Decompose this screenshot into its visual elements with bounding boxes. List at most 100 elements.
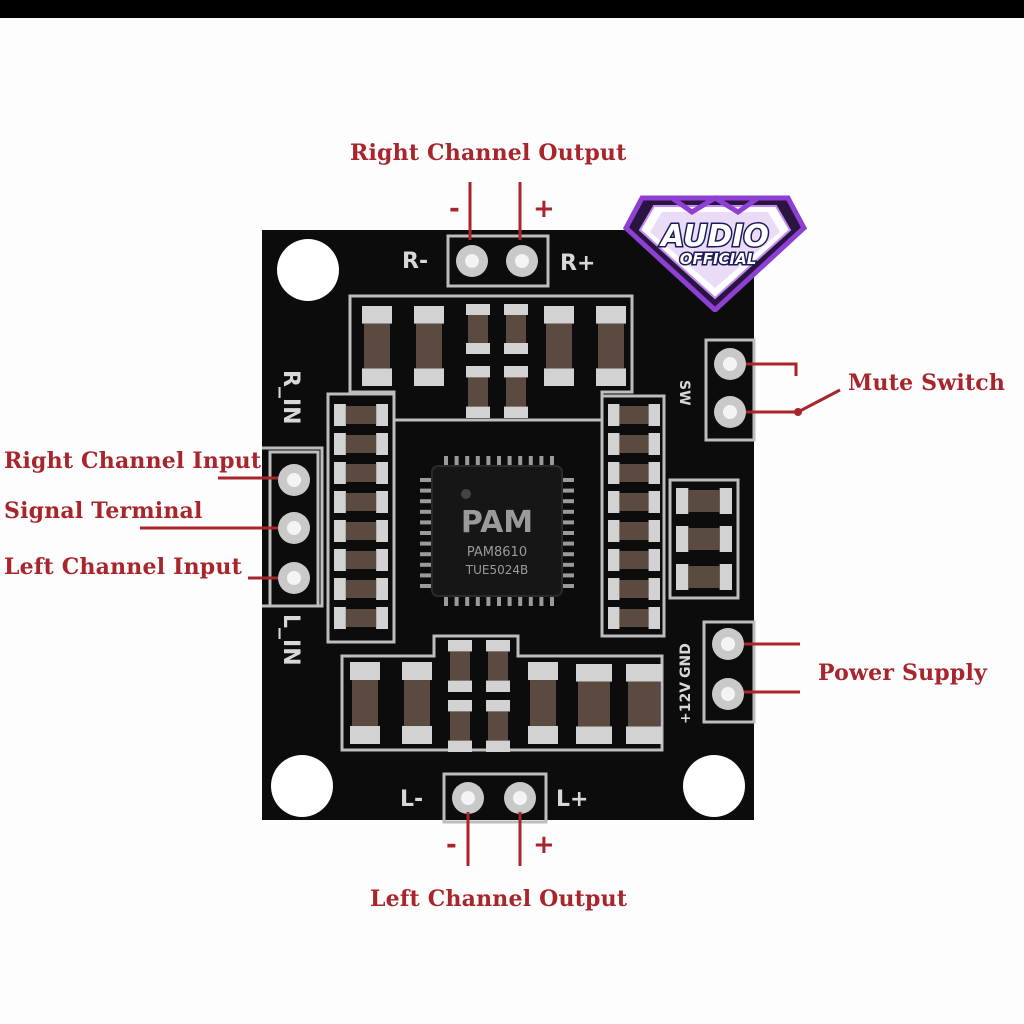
chip-pin (518, 456, 523, 468)
silk-l-minus: L- (400, 787, 423, 812)
smd-part (576, 664, 612, 744)
audio-official-logo: AUDIO OFFICIAL (622, 194, 808, 312)
input-terminals (268, 450, 320, 608)
smd-part (504, 366, 528, 418)
silk-r-minus: R- (402, 249, 428, 274)
chip-pin (420, 584, 434, 588)
smd-part (334, 462, 388, 484)
smd-part (608, 404, 660, 426)
chip-pin (454, 594, 459, 606)
smd-part (334, 520, 388, 542)
mounting-hole (271, 755, 333, 817)
chip-pin (444, 456, 448, 468)
chip-pin (420, 509, 434, 514)
amplifier-chip: PAM PAM8610 TUE5024B (420, 456, 574, 606)
smd-part (608, 578, 660, 600)
chip-pin (550, 456, 554, 468)
smd-part (544, 306, 574, 386)
chip-pin (420, 573, 434, 578)
chip-pin (454, 456, 459, 468)
right-output-terminals (446, 234, 550, 288)
chip-pin (507, 594, 512, 606)
chip-pin (560, 573, 574, 578)
smd-part (608, 520, 660, 542)
smd-components (334, 304, 732, 752)
chip-pin (497, 456, 501, 468)
chip-pin (528, 456, 533, 468)
silk-l-plus: L+ (556, 787, 588, 812)
chip-pin (528, 594, 533, 606)
smd-part (350, 662, 380, 744)
chip-pin (550, 594, 554, 606)
mounting-hole (683, 755, 745, 817)
chip-pin (420, 541, 434, 546)
chip-pin (560, 552, 574, 557)
sign-right-minus: - (449, 194, 460, 224)
label-right-channel-output: Right Channel Output (350, 140, 627, 166)
silk-r-plus: R+ (560, 251, 595, 276)
silk-r-in: R_IN (278, 370, 303, 425)
chip-pin (475, 594, 480, 606)
chip-pin (420, 552, 434, 557)
logo-text-official: OFFICIAL (680, 250, 757, 268)
smd-part (486, 640, 510, 692)
smd-part (402, 662, 432, 744)
smd-part (334, 607, 388, 629)
chip-pin (420, 562, 434, 567)
smd-part (414, 306, 444, 386)
smd-part (362, 306, 392, 386)
silk-l-in: L_IN (278, 614, 303, 666)
smd-part (486, 700, 510, 752)
chip-pin (420, 520, 434, 525)
smd-part (466, 366, 490, 418)
sign-left-minus: - (446, 830, 457, 860)
chip-pin (486, 594, 491, 606)
smd-part (608, 491, 660, 513)
smd-part (528, 662, 558, 744)
silk-sw: SW (676, 380, 692, 406)
silk-12v: +12V (678, 682, 694, 724)
label-power-supply: Power Supply (818, 660, 988, 686)
smd-part (608, 433, 660, 455)
label-right-channel-input: Right Channel Input (4, 448, 262, 474)
chip-pin (444, 594, 448, 606)
leader-dot (794, 408, 802, 416)
label-mute-switch: Mute Switch (848, 370, 1006, 396)
sign-right-plus: + (533, 194, 555, 224)
chip-part-number: PAM8610 (467, 545, 527, 560)
smd-part (676, 526, 732, 552)
chip-pin (486, 456, 491, 468)
chip-pin (475, 456, 480, 468)
chip-pin (420, 499, 434, 504)
smd-part (676, 564, 732, 590)
chip-pin (465, 594, 470, 606)
chip-pin (560, 584, 574, 588)
chip-pin (539, 594, 544, 606)
smd-part (448, 700, 472, 752)
logo-text-audio: AUDIO (659, 219, 769, 254)
chip-pin (560, 478, 574, 482)
smd-part (334, 549, 388, 571)
smd-part (466, 304, 490, 354)
smd-part (448, 640, 472, 692)
smd-part (676, 488, 732, 514)
smd-part (334, 404, 388, 426)
label-left-channel-output: Left Channel Output (370, 886, 628, 912)
silk-gnd: GND (678, 643, 694, 678)
logo-shield-icon: AUDIO OFFICIAL (622, 195, 808, 312)
chip-pin (560, 488, 574, 493)
chip-pin (560, 499, 574, 504)
sign-left-plus: + (533, 830, 555, 860)
chip-pin (560, 520, 574, 525)
label-signal-terminal: Signal Terminal (4, 498, 203, 524)
power-supply-terminals (702, 620, 756, 724)
mute-switch-terminals (704, 338, 756, 442)
label-left-channel-input: Left Channel Input (4, 554, 242, 580)
smd-part (334, 491, 388, 513)
chip-pin (507, 456, 512, 468)
chip-pin (497, 594, 501, 606)
chip-pin (420, 488, 434, 493)
smd-part (626, 664, 662, 744)
chip-pin (420, 531, 434, 535)
